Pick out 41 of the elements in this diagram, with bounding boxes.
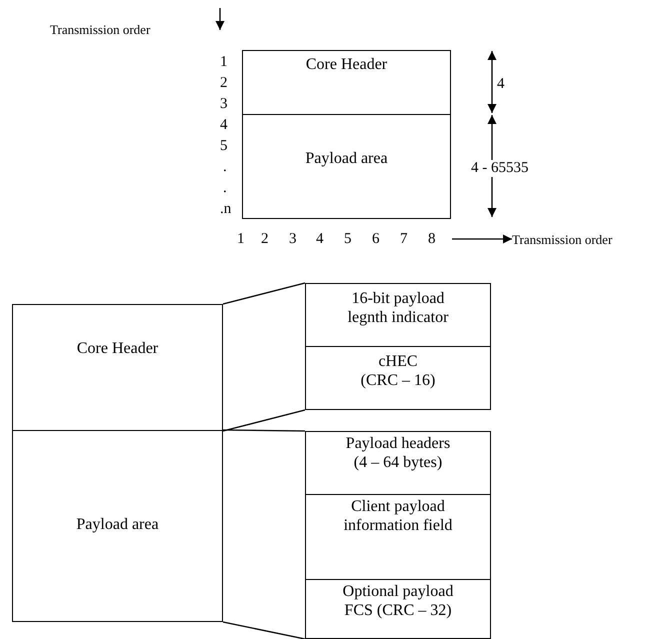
field-label: Core Header	[304, 55, 388, 74]
field-box	[305, 346, 491, 410]
payload-section-box	[12, 430, 223, 622]
row-number: 5	[220, 138, 228, 155]
field-label: Core Header	[76, 339, 160, 358]
column-number: 7	[400, 231, 408, 248]
field-label: Payload headers (4 – 64 bytes)	[344, 434, 452, 472]
field-label: 16-bit payload legnth indicator	[346, 289, 450, 327]
field-box	[305, 494, 491, 580]
payload-section-box	[242, 114, 451, 219]
expansion-line	[222, 282, 306, 305]
field-box	[305, 579, 491, 639]
expansion-line	[222, 621, 306, 639]
field-box	[305, 431, 491, 495]
column-number: 3	[289, 231, 296, 248]
field-label: Client payload information field	[342, 497, 454, 535]
dimension-label: 4 - 65535	[471, 160, 528, 177]
row-number: 4	[220, 117, 228, 134]
row-number: .	[223, 159, 227, 176]
column-number: 1	[237, 231, 244, 248]
row-number: 2	[220, 75, 228, 92]
field-label: Payload area	[75, 515, 160, 534]
field-label: Payload area	[304, 149, 389, 168]
column-number: 4	[316, 231, 324, 248]
row-number: 1	[220, 54, 228, 71]
field-box	[305, 283, 491, 347]
column-number: 6	[372, 231, 380, 248]
row-number: 3	[220, 96, 228, 113]
direction-label: Transmission order	[50, 21, 150, 38]
direction-label: Transmission order	[512, 231, 612, 248]
header-section-box	[12, 304, 223, 431]
row-number: .n	[220, 201, 232, 218]
field-label: Optional payload FCS (CRC – 32)	[342, 582, 454, 620]
row-number: .	[223, 180, 227, 197]
expansion-line	[223, 429, 305, 432]
column-number: 2	[261, 231, 268, 248]
column-number: 8	[428, 231, 436, 248]
header-section-box	[242, 50, 451, 115]
field-label: cHEC (CRC – 16)	[360, 352, 436, 390]
column-number: 5	[344, 231, 352, 248]
expansion-line	[222, 409, 306, 432]
